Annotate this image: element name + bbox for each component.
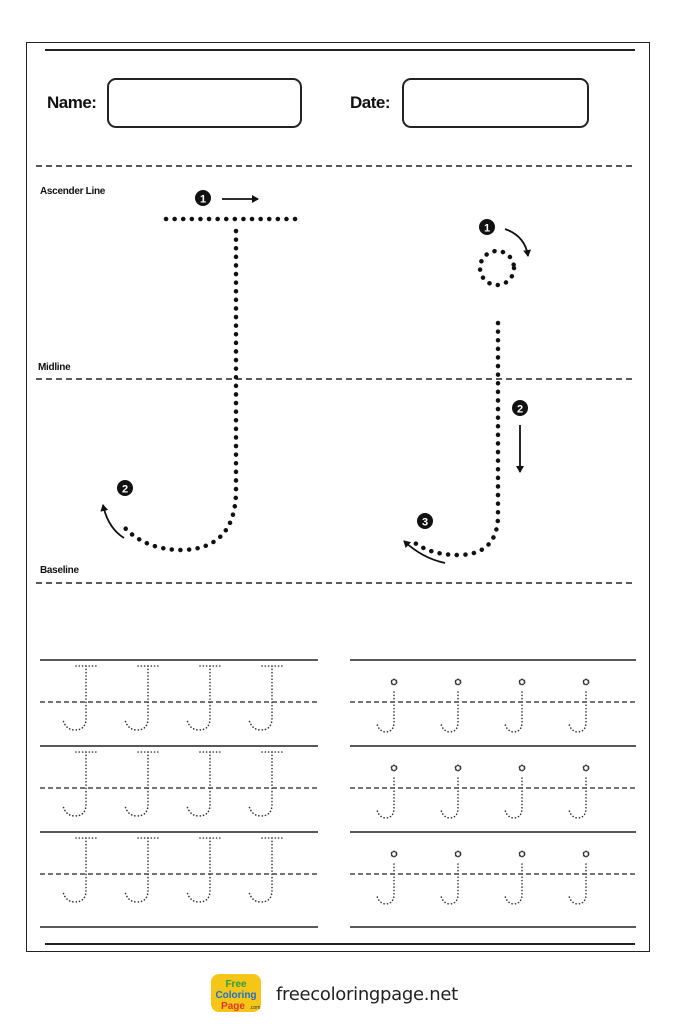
step-2-upper-marker: 2 bbox=[117, 480, 133, 496]
step-2-upper-arrow bbox=[100, 504, 125, 539]
practice-lowercase-j bbox=[568, 850, 590, 905]
practice-uppercase-j bbox=[186, 751, 221, 817]
practice-lowercase-j bbox=[376, 850, 398, 905]
name-label: Name: bbox=[47, 93, 97, 112]
practice-uppercase-j bbox=[124, 751, 159, 817]
svg-text:3: 3 bbox=[422, 517, 428, 529]
practice-uppercase-j bbox=[248, 837, 283, 903]
top-rule bbox=[45, 49, 635, 51]
practice-lowercase-j bbox=[504, 764, 526, 819]
practice-lowercase-j bbox=[504, 850, 526, 905]
svg-text:2: 2 bbox=[122, 484, 128, 496]
practice-lowercase-j bbox=[568, 764, 590, 819]
practice-uppercase-j bbox=[248, 665, 283, 731]
practice-lowercase-j bbox=[376, 764, 398, 819]
name-field[interactable] bbox=[107, 78, 302, 128]
step-1-lower-marker: 1 bbox=[479, 219, 495, 235]
midline-label: Midline bbox=[38, 362, 71, 373]
site-name: freecoloringpage.net bbox=[276, 984, 458, 1005]
step-1-lower-arrow bbox=[504, 228, 532, 257]
step-3-lower-marker: 3 bbox=[417, 513, 433, 529]
bottom-rule bbox=[45, 943, 635, 945]
practice-lowercase-j bbox=[568, 678, 590, 733]
date-label: Date: bbox=[350, 93, 391, 112]
svg-text:.com: .com bbox=[250, 1005, 261, 1011]
free-coloring-page-logo: Free Coloring Page .com bbox=[211, 974, 261, 1012]
lowercase-j-demo bbox=[412, 248, 517, 558]
step-3-lower-arrow bbox=[403, 540, 446, 564]
baseline-label: Baseline bbox=[40, 565, 79, 576]
practice-uppercase-j bbox=[186, 837, 221, 903]
practice-uppercase-j bbox=[124, 837, 159, 903]
svg-text:1: 1 bbox=[200, 194, 206, 206]
practice-uppercase-j bbox=[124, 665, 159, 731]
footer: Free Coloring Page .com freecoloringpage… bbox=[0, 962, 683, 1024]
practice-area bbox=[40, 659, 636, 928]
svg-text:1: 1 bbox=[484, 223, 490, 235]
svg-text:Page: Page bbox=[221, 1001, 245, 1012]
svg-text:2: 2 bbox=[517, 404, 523, 416]
uppercase-j-demo bbox=[122, 216, 299, 553]
worksheet-border bbox=[26, 42, 650, 952]
tracing-canvas: 1 2 1 2 3 bbox=[36, 165, 636, 928]
practice-lowercase-j bbox=[440, 764, 462, 819]
practice-uppercase-j bbox=[62, 665, 97, 731]
practice-lowercase-j bbox=[440, 678, 462, 733]
practice-lowercase-j bbox=[504, 678, 526, 733]
date-field[interactable] bbox=[402, 78, 589, 128]
practice-uppercase-j bbox=[62, 751, 97, 817]
step-2-lower-marker: 2 bbox=[512, 400, 528, 416]
practice-uppercase-j bbox=[248, 751, 283, 817]
practice-uppercase-j bbox=[186, 665, 221, 731]
practice-uppercase-j bbox=[62, 837, 97, 903]
practice-lowercase-j bbox=[440, 850, 462, 905]
svg-text:Free: Free bbox=[225, 979, 247, 990]
ascender-line-label: Ascender Line bbox=[40, 186, 106, 197]
step-1-upper-marker: 1 bbox=[195, 190, 211, 206]
practice-lowercase-j bbox=[376, 678, 398, 733]
svg-text:Coloring: Coloring bbox=[215, 990, 256, 1001]
